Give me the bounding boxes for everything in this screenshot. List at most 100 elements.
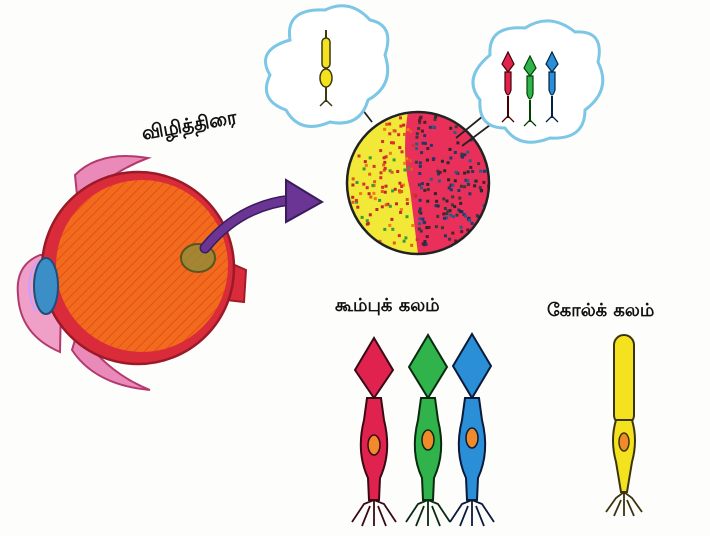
retina-speckle [456, 141, 459, 144]
retina-speckle [381, 190, 384, 193]
retina-speckle [383, 228, 386, 231]
retina-speckle [449, 157, 452, 160]
retina-speckle [469, 159, 472, 162]
retina-speckle [432, 126, 435, 129]
retina-speckle [448, 238, 451, 241]
retina-speckle [398, 234, 401, 237]
retina-speckle [362, 183, 365, 186]
retina-speckle [419, 199, 422, 202]
retina-speckle [483, 170, 486, 173]
retina-speckle [435, 225, 438, 228]
retina-speckle [449, 127, 452, 130]
retina-speckle [423, 134, 426, 137]
retina-speckle [460, 226, 463, 229]
retina-speckle [479, 170, 482, 173]
retina-speckle [380, 171, 383, 174]
retina-speckle [356, 181, 359, 184]
retina-speckle [460, 153, 463, 156]
retina-speckle [455, 171, 458, 174]
rod-cell [606, 335, 642, 516]
retina-speckle [427, 188, 430, 191]
eyeball [18, 156, 246, 390]
retina-speckle [466, 151, 469, 154]
retina-speckle [403, 133, 406, 136]
retina-speckle [416, 238, 419, 241]
retina-speckle [419, 161, 422, 164]
retina-speckle [426, 159, 429, 162]
retina-speckle [391, 189, 394, 192]
retina-speckle [418, 172, 421, 175]
retina-speckle [365, 164, 368, 167]
retina-speckle [434, 192, 437, 195]
retina-speckle [418, 217, 421, 220]
retina-speckle [371, 184, 374, 187]
retina-speckle [396, 170, 399, 173]
retina-speckle [482, 181, 485, 184]
retina-speckle [450, 188, 453, 191]
retina-speckle [455, 125, 458, 128]
retina-speckle [355, 199, 358, 202]
retina-speckle [423, 189, 426, 192]
cone-bubble [473, 21, 603, 142]
retina-speckle [384, 191, 387, 194]
retina-speckle [415, 142, 418, 145]
cone-cell-green [406, 335, 450, 526]
retina-speckle [369, 156, 372, 159]
retina-speckle [400, 190, 403, 193]
retina-speckle [366, 186, 369, 189]
retina-speckle [412, 193, 415, 196]
retina-speckle [410, 244, 413, 247]
retina-speckle [435, 204, 438, 207]
retina-speckle [454, 151, 457, 154]
retina-speckle [460, 230, 463, 233]
retina-speckle [426, 147, 429, 150]
retina-speckle [389, 152, 392, 155]
arrow-head [286, 180, 322, 222]
retina-speckle [423, 121, 426, 124]
retina-speckle [351, 196, 354, 199]
retina-speckle [458, 197, 461, 200]
retina-speckle [399, 211, 402, 214]
retina-speckle [410, 168, 413, 171]
retina-speckle [438, 180, 441, 183]
retina-speckle [471, 170, 474, 173]
retina-speckle [385, 203, 388, 206]
retina-speckle [426, 183, 429, 186]
retina-speckle [389, 205, 392, 208]
retina-speckle [393, 242, 396, 245]
retina-speckle [403, 162, 406, 165]
retina-speckle [358, 155, 361, 158]
retina-speckle [453, 131, 456, 134]
retina-speckle [464, 215, 467, 218]
retina-speckle [459, 210, 462, 213]
retina-speckle [373, 180, 376, 183]
retina-speckle [419, 165, 422, 168]
retina-speckle [393, 158, 396, 161]
retina-speckle [420, 151, 423, 154]
retina-speckle [463, 172, 466, 175]
retina-speckle [421, 218, 424, 221]
retina-speckle [383, 128, 386, 131]
retina-speckle [351, 184, 354, 187]
retina-speckle [475, 180, 478, 183]
retina-speckle [381, 205, 384, 208]
retina-speckle [459, 202, 462, 205]
retina-speckle [393, 129, 396, 132]
retina-speckle [406, 202, 409, 205]
retina-speckle [385, 185, 388, 188]
retina-speckle [452, 215, 455, 218]
retina-speckle [407, 167, 410, 170]
retina-speckle [421, 182, 424, 185]
lens [34, 258, 58, 314]
retina-speckle [466, 180, 469, 183]
retina-speckle [480, 189, 483, 192]
retina-speckle [436, 215, 439, 218]
retina-speckle [423, 221, 426, 224]
retina-speckle [356, 206, 359, 209]
retina-speckle [373, 165, 376, 168]
retina-speckle [419, 207, 422, 210]
retina-speckle [417, 127, 420, 130]
retina-speckle [400, 185, 403, 188]
retina-speckle [421, 130, 424, 133]
retina-speckle [442, 197, 445, 200]
